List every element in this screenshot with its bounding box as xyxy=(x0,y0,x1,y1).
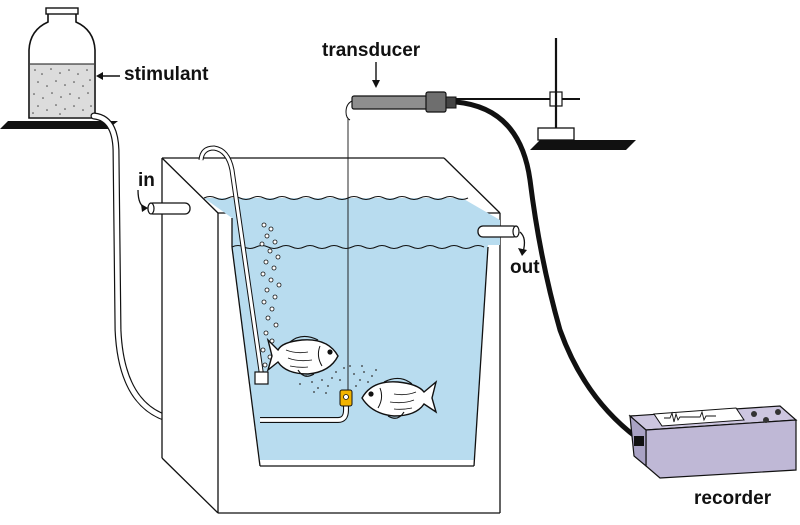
stimulant-arrow xyxy=(96,72,120,80)
valve-icon xyxy=(339,389,353,407)
stimulant-label: stimulant xyxy=(124,64,209,85)
transducer-arrow xyxy=(372,62,380,88)
outlet-pipe xyxy=(477,225,527,256)
fish-icon xyxy=(361,377,438,419)
injection-line xyxy=(260,396,349,423)
stimulant-bottle-icon xyxy=(0,7,118,129)
transducer-icon xyxy=(345,91,580,390)
transducer-label: transducer xyxy=(322,40,421,61)
air-bubbles xyxy=(259,222,282,368)
fish-icon xyxy=(266,335,339,377)
lab-stand-icon xyxy=(530,38,636,150)
stimulant-spray xyxy=(299,365,377,394)
recorder-icon xyxy=(628,405,798,479)
airstone-tube xyxy=(198,145,269,385)
recorder-label: recorder xyxy=(694,488,772,509)
tank xyxy=(161,157,501,514)
inlet-pipe xyxy=(137,189,191,215)
out-label: out xyxy=(510,257,540,278)
in-label: in xyxy=(138,170,155,191)
transducer-cable xyxy=(455,99,642,443)
